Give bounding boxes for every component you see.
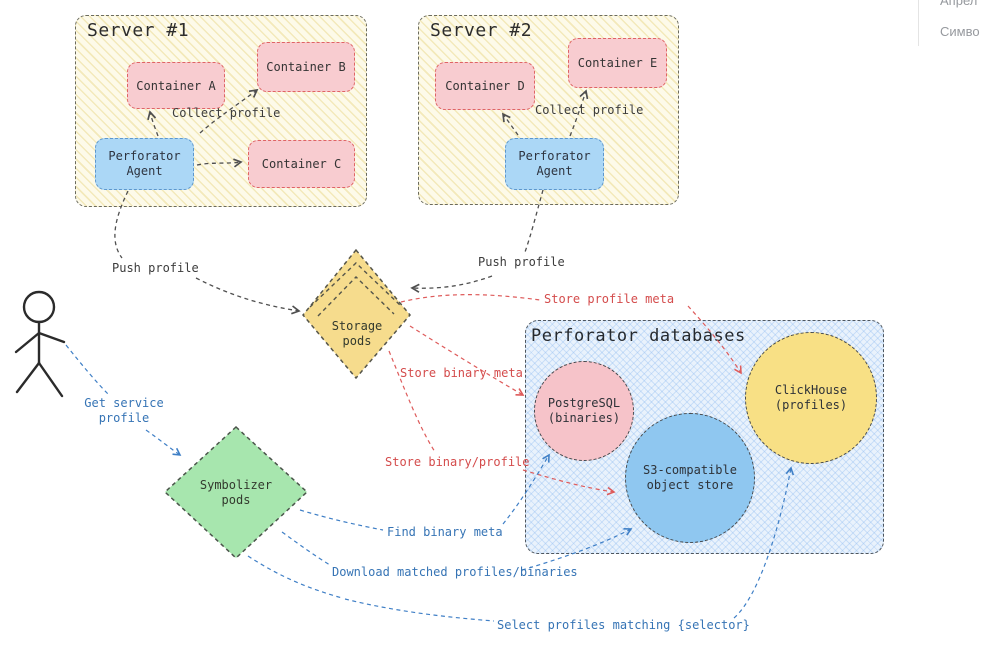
- sidebar-toc-item-1[interactable]: Апрел: [940, 0, 978, 8]
- push-profile-label-1: Push profile: [112, 261, 199, 275]
- user-stick-figure: [14, 290, 66, 398]
- postgresql-node: PostgreSQL (binaries): [534, 361, 634, 461]
- edge-agent1-push-profile-b: [195, 277, 301, 315]
- container-a-node: Container A: [127, 62, 225, 109]
- storage-pods-diamond: [302, 248, 411, 380]
- find-binary-meta-label: Find binary meta: [387, 525, 503, 539]
- sidebar-divider: [918, 0, 919, 46]
- storage-pods-stack-line-2: [317, 276, 395, 317]
- s3-object-store-label: S3-compatible object store: [643, 463, 737, 492]
- container-b-node: Container B: [257, 42, 355, 92]
- container-d-label: Container D: [445, 79, 525, 93]
- stick-figure-arm-left: [14, 331, 41, 354]
- store-profile-meta-label: Store profile meta: [544, 292, 675, 306]
- symbolizer-pods-label: Symbolizer pods: [199, 478, 273, 507]
- storage-pods-label: Storage pods: [331, 319, 383, 348]
- collect-profile-label-1: Collect profile: [172, 106, 281, 120]
- edge-select-profiles-b: [344, 598, 495, 622]
- server-2-title: Server #2: [430, 20, 533, 41]
- clickhouse-node: ClickHouse (profiles): [745, 332, 877, 464]
- clickhouse-label: ClickHouse (profiles): [774, 383, 848, 412]
- perforator-agent-2-label: Perforator Agent: [518, 149, 591, 178]
- perforator-agent-1-node: Perforator Agent: [95, 138, 194, 190]
- perforator-agent-2-node: Perforator Agent: [505, 138, 604, 190]
- container-c-node: Container C: [248, 140, 355, 188]
- perforator-agent-1-label: Perforator Agent: [108, 149, 181, 178]
- stick-figure-leg-right: [37, 361, 64, 398]
- collect-profile-label-2: Collect profile: [535, 103, 644, 117]
- stick-figure-arm-right: [37, 331, 66, 344]
- edge-get-service-profile-b: [145, 429, 182, 456]
- edge-get-service-profile-a: [65, 344, 111, 397]
- edge-store-binary-meta: [409, 325, 525, 396]
- select-profiles-label: Select profiles matching {selector}: [497, 618, 750, 632]
- push-profile-label-2: Push profile: [478, 255, 565, 269]
- edge-download-matched-a: [281, 531, 331, 566]
- edge-select-profiles-a: [247, 555, 343, 599]
- container-e-node: Container E: [568, 38, 667, 88]
- perforator-databases-title: Perforator databases: [531, 326, 746, 346]
- storage-pods-stack-line-1: [309, 262, 402, 308]
- store-binary-meta-label: Store binary meta: [400, 366, 523, 380]
- postgresql-label: PostgreSQL (binaries): [547, 396, 621, 425]
- sidebar-toc-item-2[interactable]: Симво: [940, 24, 980, 39]
- container-d-node: Container D: [435, 62, 535, 110]
- get-service-profile-label: Get service profile: [84, 396, 164, 425]
- server-1-title: Server #1: [87, 20, 190, 41]
- edge-agent2-push-profile-b: [410, 275, 493, 293]
- stick-figure-head: [22, 290, 56, 324]
- container-a-label: Container A: [136, 78, 216, 93]
- container-e-label: Container E: [577, 56, 658, 70]
- container-b-label: Container B: [266, 60, 346, 74]
- stick-figure-leg-left: [15, 361, 41, 394]
- edge-find-binary-meta-a: [299, 509, 384, 531]
- container-c-label: Container C: [261, 157, 342, 171]
- s3-object-store-node: S3-compatible object store: [625, 413, 755, 543]
- store-binary-profile-label: Store binary/profile: [385, 455, 530, 469]
- edge-store-profile-meta-a: [400, 294, 541, 303]
- storage-pods-shape: [302, 248, 411, 380]
- download-matched-label: Download matched profiles/binaries: [332, 565, 578, 579]
